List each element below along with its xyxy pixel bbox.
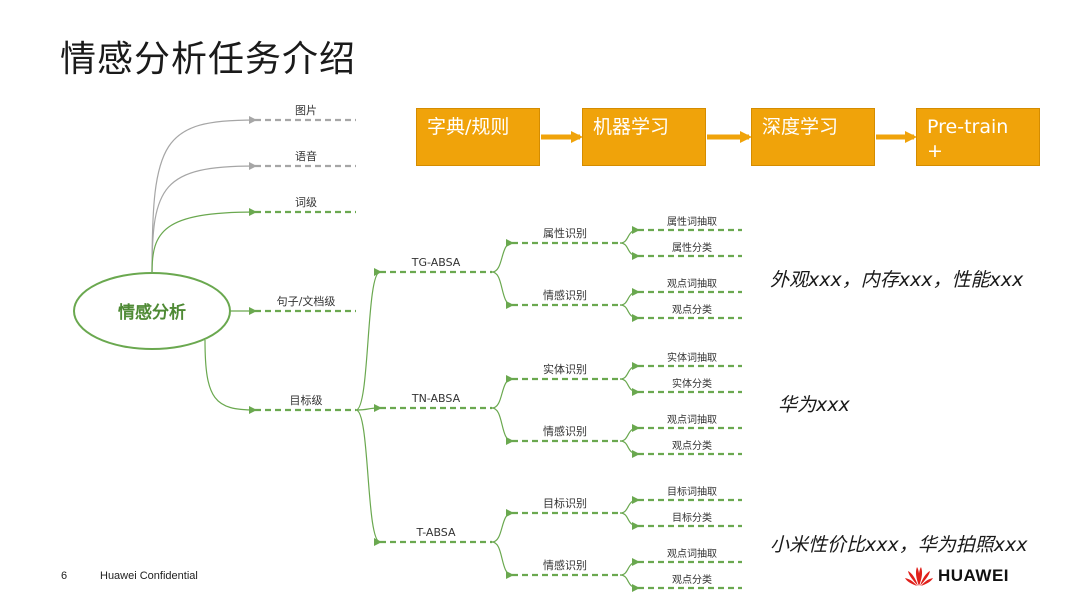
tree-edges <box>73 116 640 592</box>
leaf-label-0-0-0: 属性词抽取 <box>667 215 717 228</box>
branch-label-0-1: 情感识别 <box>543 289 587 302</box>
subtask-edge-2 <box>355 409 382 546</box>
leaf-edge-0-0-0 <box>619 226 640 244</box>
leaf-label-1-0-1: 实体分类 <box>672 377 712 390</box>
level-edge-0 <box>151 116 257 274</box>
pipeline-step-pretrain-finetune: Pre-train + finetune <box>916 108 1040 186</box>
branch-edge-2-0 <box>491 509 514 543</box>
leaf-label-0-1-0: 观点词抽取 <box>667 277 717 290</box>
leaf-edge-1-1-1 <box>619 440 640 458</box>
leaf-label-0-0-1: 属性分类 <box>672 241 712 254</box>
branch-edge-0-0 <box>491 239 514 273</box>
level-label-0: 图片 <box>295 104 317 117</box>
tree-dashed-lines <box>255 118 742 590</box>
subtask-edge-0 <box>355 268 382 411</box>
leaf-edge-1-1-0 <box>619 424 640 442</box>
subtask-label-1: TN-ABSA <box>411 392 461 405</box>
slide-title: 情感分析任务介绍 <box>60 39 357 80</box>
root-node-label: 情感分析 <box>118 302 186 323</box>
leaf-edge-0-0-1 <box>619 242 640 260</box>
huawei-flower-icon <box>905 567 933 586</box>
branch-edge-1-0 <box>491 375 514 409</box>
example-tn-absa: 华为xxx <box>778 394 850 416</box>
level-edge-4 <box>204 339 257 414</box>
leaf-label-1-1-0: 观点词抽取 <box>667 413 717 426</box>
leaf-label-2-0-1: 目标分类 <box>672 511 712 524</box>
leaf-edge-2-0-1 <box>619 512 640 530</box>
leaf-edge-0-1-0 <box>619 288 640 306</box>
leaf-edge-2-1-1 <box>619 574 640 592</box>
level-edge-1 <box>151 162 257 274</box>
branch-label-1-0: 实体识别 <box>543 362 587 376</box>
leaf-label-1-0-0: 实体词抽取 <box>667 351 717 364</box>
level-label-1: 语音 <box>295 149 317 163</box>
subtask-label-0: TG-ABSA <box>411 256 461 269</box>
leaf-edge-2-1-0 <box>619 558 640 576</box>
leaf-edge-0-1-1 <box>619 304 640 322</box>
branch-label-2-0: 目标识别 <box>543 496 587 510</box>
example-tg-absa: 外观xxx，内存xxx，性能xxx <box>770 269 1024 291</box>
leaf-label-2-1-1: 观点分类 <box>672 573 712 586</box>
leaf-edge-1-0-1 <box>619 378 640 396</box>
branch-label-2-1: 情感识别 <box>543 559 587 572</box>
huawei-logo-text: HUAWEI <box>938 566 1009 585</box>
branch-label-1-1: 情感识别 <box>543 425 587 438</box>
subtask-edge-1 <box>355 404 382 413</box>
pipeline-step-machine-learning: 机器学习 <box>582 108 706 166</box>
level-label-3: 句子/文档级 <box>277 294 336 308</box>
leaf-label-0-1-1: 观点分类 <box>672 303 712 316</box>
page-number: 6 <box>61 570 68 582</box>
leaf-label-2-1-0: 观点词抽取 <box>667 547 717 560</box>
huawei-logo: HUAWEI <box>904 564 1024 590</box>
level-label-4: 目标级 <box>290 393 323 407</box>
example-t-absa: 小米性价比xxx，华为拍照xxx <box>770 534 1028 556</box>
level-label-2: 词级 <box>295 196 317 209</box>
subtask-label-2: T-ABSA <box>415 526 456 539</box>
leaf-edge-2-0-0 <box>619 496 640 514</box>
leaf-label-2-0-0: 目标词抽取 <box>667 485 717 498</box>
level-edge-2 <box>151 208 257 274</box>
leaf-label-1-1-1: 观点分类 <box>672 439 712 452</box>
confidential-label: Huawei Confidential <box>100 570 198 582</box>
pipeline-step-deep-learning: 深度学习 <box>751 108 875 166</box>
branch-edge-1-1 <box>491 407 514 445</box>
leaf-edge-1-0-0 <box>619 362 640 380</box>
branch-edge-0-1 <box>491 271 514 309</box>
pipeline-step-dictionary-rules: 字典/规则 <box>416 108 540 166</box>
branch-label-0-0: 属性识别 <box>543 226 587 240</box>
branch-edge-2-1 <box>491 541 514 579</box>
